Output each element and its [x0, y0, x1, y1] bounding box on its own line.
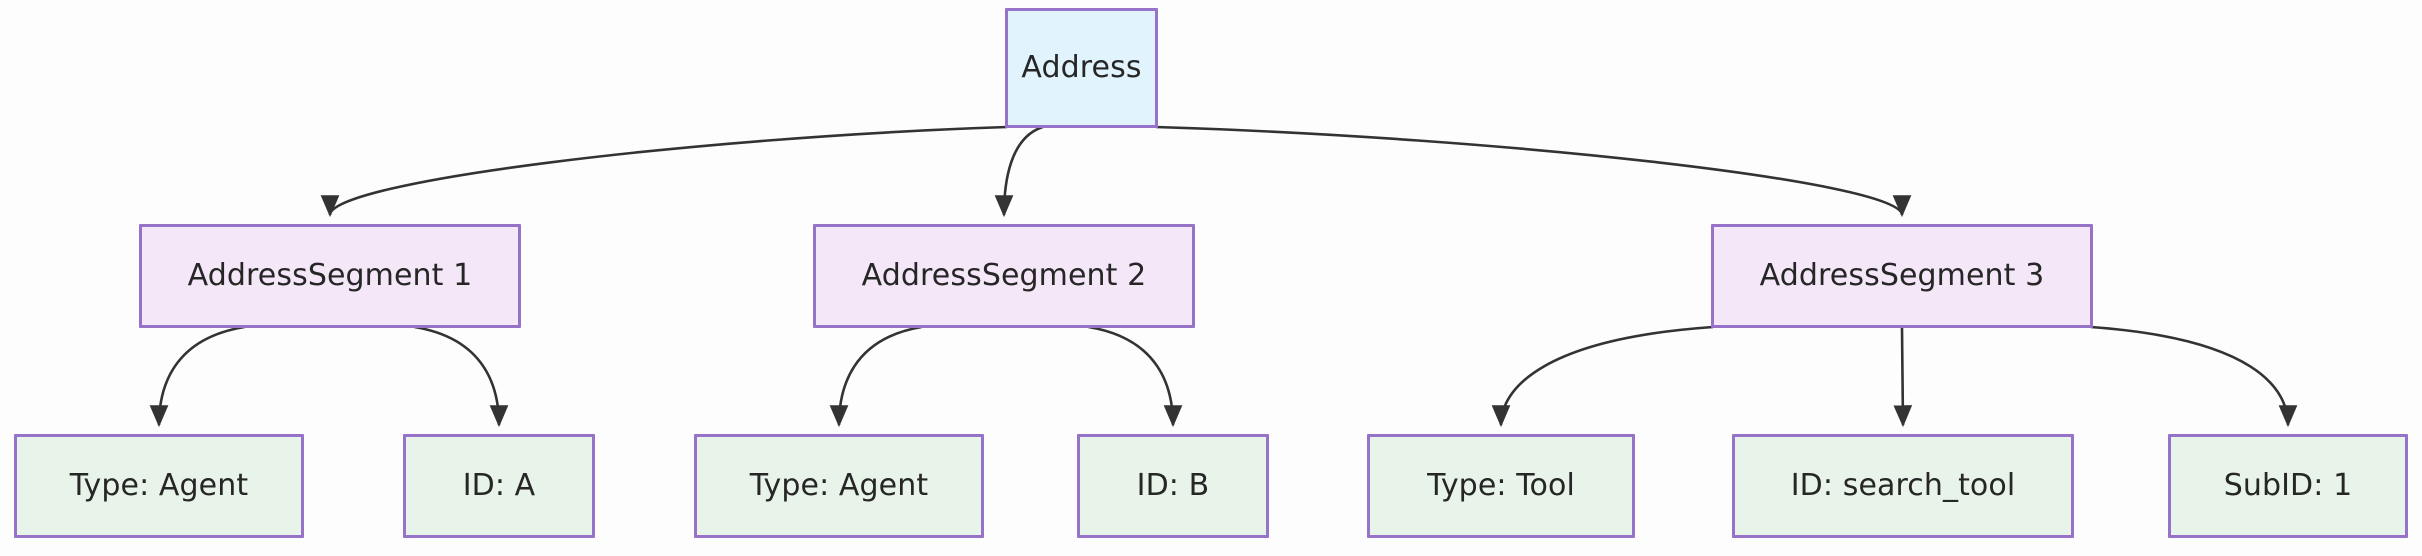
node-label-seg3-id: ID: search_tool	[1790, 468, 2016, 503]
node-seg3-type[interactable]: Type: Tool	[1367, 434, 1635, 538]
node-label-seg3-type: Type: Tool	[1427, 468, 1575, 503]
node-label-seg3-subid: SubID: 1	[2223, 468, 2353, 503]
edge-segment1-to-seg1-type	[149, 325, 245, 428]
node-label-seg1-id: ID: A	[462, 468, 536, 503]
edge-segment3-to-seg3-type	[1491, 325, 1714, 428]
node-segment2[interactable]: AddressSegment 2	[813, 224, 1195, 328]
edge-segment3-to-seg3-subid	[2090, 325, 2298, 428]
node-seg3-subid[interactable]: SubID: 1	[2168, 434, 2408, 538]
edge-segment1-to-seg1-id	[414, 325, 509, 428]
node-address[interactable]: Address	[1005, 8, 1158, 128]
edge-address-to-segment2	[994, 125, 1044, 218]
node-segment3[interactable]: AddressSegment 3	[1711, 224, 2093, 328]
node-seg1-id[interactable]: ID: A	[403, 434, 595, 538]
node-segment1[interactable]: AddressSegment 1	[139, 224, 521, 328]
node-seg1-type[interactable]: Type: Agent	[14, 434, 304, 538]
node-label-address: Address	[1021, 50, 1142, 85]
edge-address-to-segment3	[1155, 125, 1912, 218]
node-seg2-id[interactable]: ID: B	[1077, 434, 1269, 538]
node-label-seg1-type: Type: Agent	[69, 468, 249, 503]
node-label-segment1: AddressSegment 1	[187, 258, 473, 293]
edge-segment2-to-seg2-id	[1088, 325, 1183, 428]
node-seg3-id[interactable]: ID: search_tool	[1732, 434, 2074, 538]
node-seg2-type[interactable]: Type: Agent	[694, 434, 984, 538]
edge-address-to-segment1	[320, 125, 1008, 218]
edge-segment2-to-seg2-type	[829, 325, 922, 428]
node-label-seg2-id: ID: B	[1136, 468, 1210, 503]
node-label-seg2-type: Type: Agent	[749, 468, 929, 503]
node-label-segment2: AddressSegment 2	[861, 258, 1147, 293]
edge-segment3-to-seg3-id	[1893, 327, 1913, 428]
node-label-segment3: AddressSegment 3	[1759, 258, 2045, 293]
